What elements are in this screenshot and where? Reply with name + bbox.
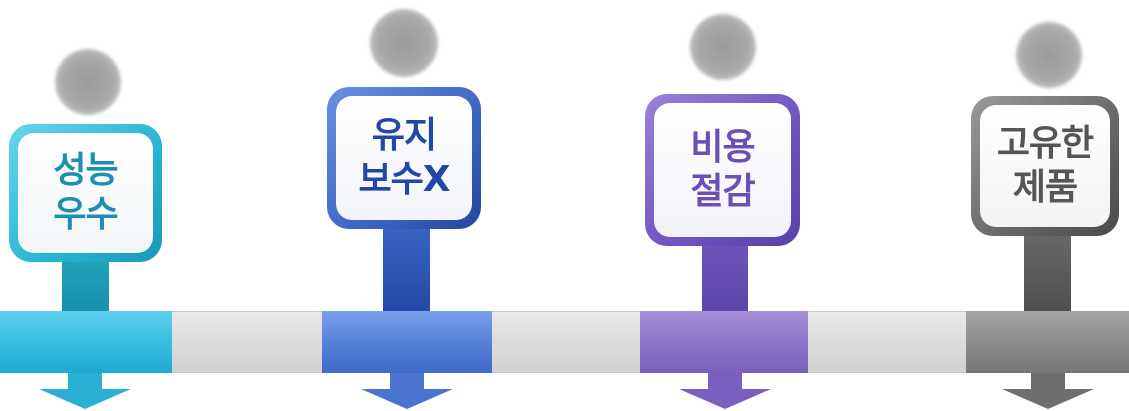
item-card-2: 유지 보수X [327, 87, 481, 229]
item-card-3: 비용 절감 [645, 94, 800, 246]
timeline-band [0, 311, 1129, 373]
arrow-shaft-2 [390, 373, 424, 390]
item-label-line2-2: 보수X [358, 159, 451, 200]
connector-stem-2 [383, 222, 430, 311]
item-card-4: 고유한 제품 [971, 96, 1119, 236]
item-label-line2-4: 제품 [1012, 167, 1078, 208]
item-label-line2-3: 절감 [690, 171, 755, 212]
down-arrow-icon-4 [1002, 389, 1094, 409]
arrow-shaft-1 [68, 373, 102, 390]
item-label-line1-1: 성능 [53, 150, 118, 191]
connector-stem-1 [62, 255, 109, 311]
item-label-line1-3: 비용 [690, 127, 755, 168]
down-arrow-icon-2 [361, 389, 453, 409]
timeline-segment-1 [0, 311, 172, 373]
timeline-segment-4 [966, 311, 1129, 373]
connector-stem-4 [1024, 228, 1071, 311]
arrow-shaft-4 [1031, 373, 1065, 390]
item-label-line2-1: 우수 [53, 194, 118, 235]
connector-stem-3 [702, 238, 748, 311]
item-label-line1-2: 유지 [371, 115, 437, 156]
person-head-icon-3 [690, 14, 756, 80]
item-card-1: 성능 우수 [9, 124, 162, 262]
timeline-segment-2 [322, 311, 492, 373]
item-label-line1-4: 고유한 [996, 123, 1094, 164]
person-head-icon-1 [55, 49, 121, 115]
down-arrow-icon-1 [39, 389, 131, 409]
person-head-icon-2 [370, 9, 438, 77]
person-head-icon-4 [1016, 22, 1082, 88]
down-arrow-icon-3 [679, 389, 771, 409]
timeline-segment-3 [640, 311, 808, 373]
arrow-shaft-3 [708, 373, 742, 390]
